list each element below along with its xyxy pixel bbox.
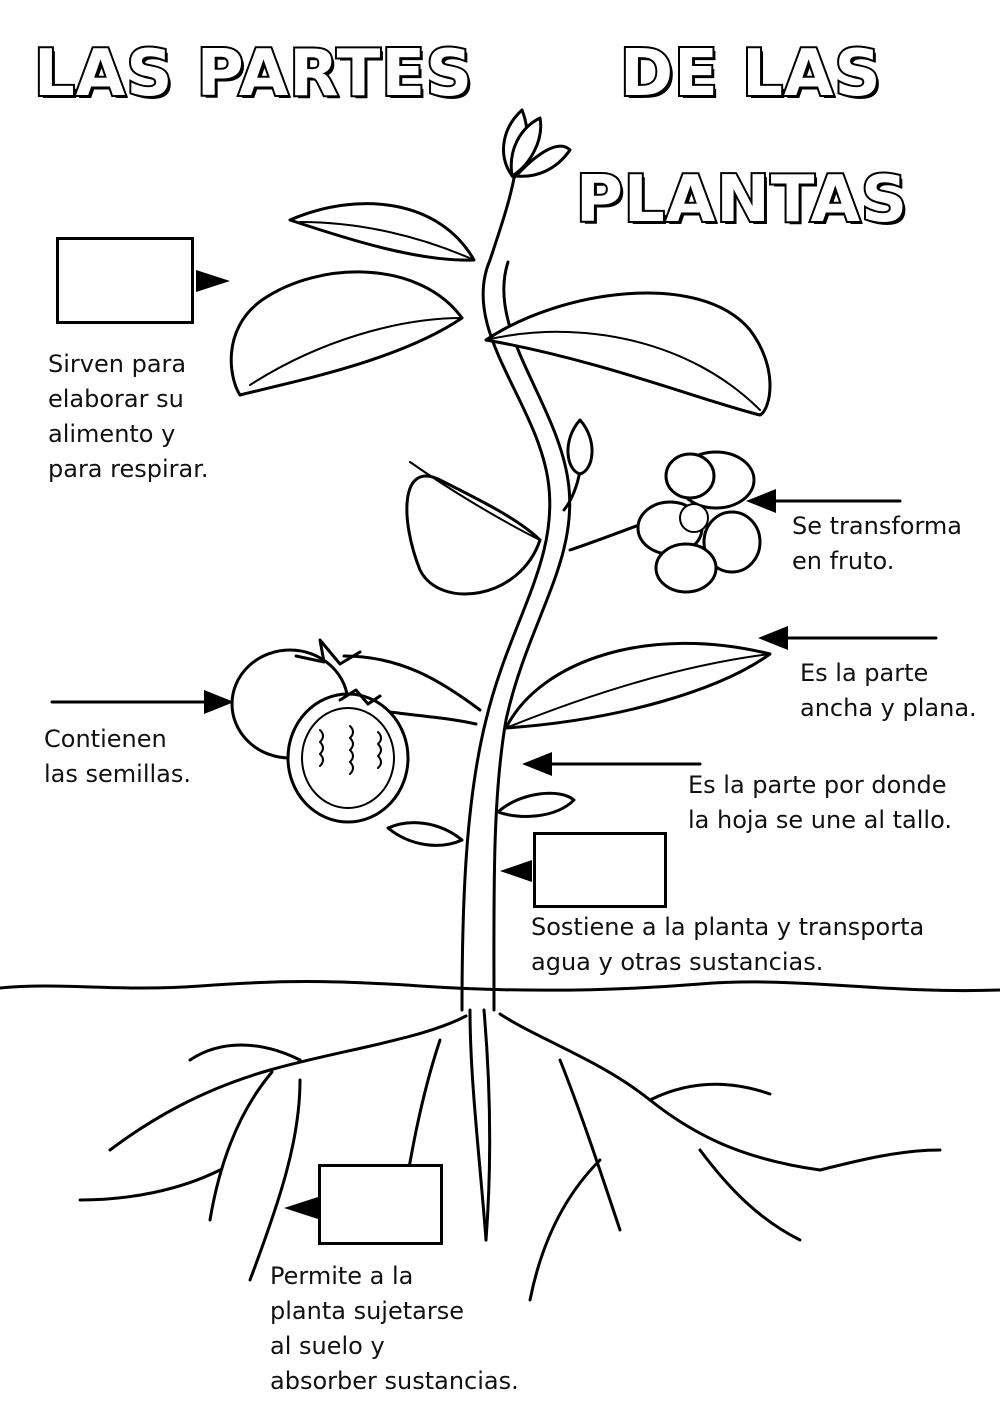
- label-roots: Permite a la planta sujetarse al suelo y…: [270, 1262, 519, 1395]
- label-petiole: Es la parte por donde la hoja se une al …: [688, 771, 952, 834]
- answer-box-leaves[interactable]: [56, 237, 194, 324]
- stem: [460, 176, 552, 1012]
- stem-inner: [492, 260, 572, 1012]
- flower-bud: [566, 418, 594, 476]
- arrowhead-petiole: [522, 752, 552, 776]
- label-stem: Sostiene a la planta y transporta agua y…: [531, 913, 925, 976]
- arrowhead-flower: [746, 489, 776, 513]
- title-las-partes: LAS PARTES: [32, 37, 474, 111]
- right-leaf: [504, 641, 772, 730]
- middle-left-leaf: [405, 474, 542, 596]
- middle-left-leaf-vein: [409, 461, 541, 541]
- big-right-leaf: [484, 291, 772, 417]
- label-flower: Se transforma en fruto.: [792, 512, 962, 575]
- label-blade: Es la parte ancha y plana.: [800, 659, 977, 722]
- label-fruit: Contienen las semillas.: [44, 725, 191, 788]
- tomato-calyx: [294, 638, 362, 666]
- tomato-half-inner: [301, 707, 395, 809]
- answer-box-stem[interactable]: [533, 832, 667, 908]
- arrowhead-leaves: [196, 270, 230, 292]
- label-leaves: Sirven para elaborar su alimento y para …: [48, 350, 209, 483]
- big-left-leaf-vein: [249, 317, 463, 386]
- big-left-leaf: [229, 270, 464, 397]
- title-plantas: PLANTAS: [574, 163, 909, 237]
- roots: [78, 1008, 942, 1302]
- small-leaf-left: [386, 821, 464, 847]
- flower: [636, 450, 762, 594]
- top-bud-leaf-1: [514, 144, 572, 178]
- tomato-half-calyx: [338, 688, 382, 706]
- upper-left-leaf: [288, 202, 476, 262]
- arrowhead-roots: [284, 1197, 318, 1219]
- top-bud-leaf-2: [509, 116, 543, 178]
- arrowhead-blade: [758, 626, 788, 650]
- tomato-half: [286, 692, 410, 824]
- ground-line: [0, 980, 1000, 993]
- arrows: [50, 270, 938, 1219]
- title-de-las: DE LAS: [618, 37, 883, 111]
- fruit-stem-2: [388, 710, 478, 726]
- arrowhead-fruit: [204, 690, 234, 714]
- tomato-seeds: [319, 725, 382, 775]
- arrowhead-stem: [500, 860, 532, 882]
- fruit-stem: [342, 654, 482, 712]
- upper-left-leaf-vein: [299, 221, 475, 261]
- right-leaf-vein: [505, 653, 771, 729]
- big-right-leaf-vein: [485, 330, 761, 411]
- small-leaf-right: [496, 791, 576, 818]
- answer-box-roots[interactable]: [318, 1164, 443, 1245]
